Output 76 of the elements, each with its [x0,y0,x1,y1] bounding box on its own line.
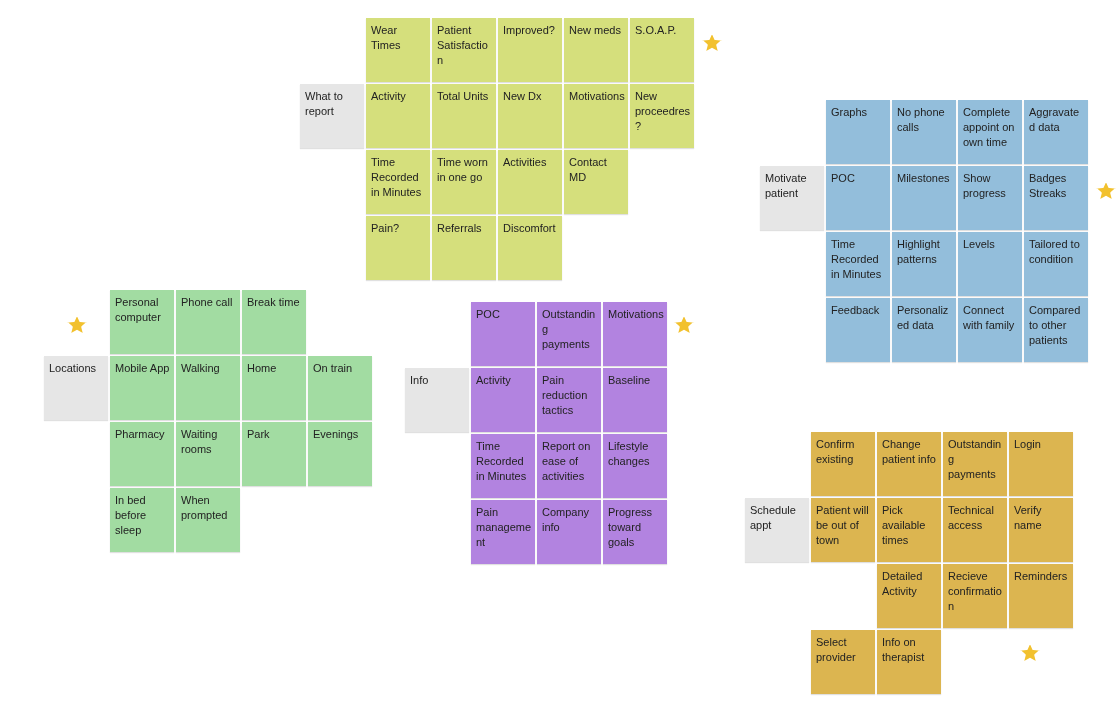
sticky-note: Time Recorded in Minutes [471,434,535,498]
sticky-note: Select provider [811,630,875,694]
sticky-note: Pain reduction tactics [537,368,601,432]
sticky-note: Improved? [498,18,562,82]
sticky-note: Activity [471,368,535,432]
sticky-note: Graphs [826,100,890,164]
sticky-note: No phone calls [892,100,956,164]
sticky-note: Change patient info [877,432,941,496]
sticky-note: S.O.A.P. [630,18,694,82]
sticky-note: Park [242,422,306,486]
sticky-note: Home [242,356,306,420]
sticky-note: Motivations [603,302,667,366]
sticky-note: New Dx [498,84,562,148]
sticky-note: Time Recorded in Minutes [826,232,890,296]
sticky-note: Complete appoint on own time [958,100,1022,164]
sticky-note: Verify name [1009,498,1073,562]
sticky-note: Patient Satisfaction [432,18,496,82]
header-note: What to report [300,84,364,148]
sticky-note: Motivations [564,84,628,148]
header-note: Motivate patient [760,166,824,230]
sticky-note: Show progress [958,166,1022,230]
sticky-note: Highlight patterns [892,232,956,296]
sticky-note: Tailored to condition [1024,232,1088,296]
sticky-note: Patient will be out of town [811,498,875,562]
sticky-note: Levels [958,232,1022,296]
sticky-note: Evenings [308,422,372,486]
sticky-note: Confirm existing [811,432,875,496]
sticky-note: Pain? [366,216,430,280]
sticky-note: Pharmacy [110,422,174,486]
sticky-note: Milestones [892,166,956,230]
sticky-note: Walking [176,356,240,420]
sticky-note: Login [1009,432,1073,496]
sticky-note: Time worn in one go [432,150,496,214]
sticky-note: Technical access [943,498,1007,562]
sticky-note: In bed before sleep [110,488,174,552]
sticky-note: Lifestyle changes [603,434,667,498]
header-note: Locations [44,356,108,420]
sticky-note: Outstanding payments [537,302,601,366]
sticky-note: Detailed Activity [877,564,941,628]
sticky-note: Break time [242,290,306,354]
header-note: Schedule appt [745,498,809,562]
sticky-note: Info on therapist [877,630,941,694]
sticky-note: Phone call [176,290,240,354]
sticky-note: Contact MD [564,150,628,214]
sticky-note: POC [826,166,890,230]
sticky-note: Time Recorded in Minutes [366,150,430,214]
sticky-note: Compared to other patients [1024,298,1088,362]
sticky-note: Recieve confirmation [943,564,1007,628]
sticky-note: Personal computer [110,290,174,354]
sticky-note: Pain management [471,500,535,564]
sticky-note: Badges Streaks [1024,166,1088,230]
sticky-note: Activities [498,150,562,214]
sticky-note: Waiting rooms [176,422,240,486]
sticky-note: Wear Times [366,18,430,82]
sticky-note: On train [308,356,372,420]
sticky-note: Connect with family [958,298,1022,362]
sticky-note: POC [471,302,535,366]
sticky-note: Mobile App [110,356,174,420]
sticky-note: Personalized data [892,298,956,362]
sticky-note: Total Units [432,84,496,148]
sticky-note: Company info [537,500,601,564]
sticky-note: Report on ease of activities [537,434,601,498]
sticky-note: Progress toward goals [603,500,667,564]
sticky-note: Reminders [1009,564,1073,628]
sticky-note: Pick available times [877,498,941,562]
sticky-note: Outstanding payments [943,432,1007,496]
sticky-note: Activity [366,84,430,148]
sticky-note: Aggravated data [1024,100,1088,164]
sticky-note: New proceedres? [630,84,694,148]
sticky-note: Feedback [826,298,890,362]
sticky-note: When prompted [176,488,240,552]
header-note: Info [405,368,469,432]
sticky-note: Baseline [603,368,667,432]
sticky-note: Referrals [432,216,496,280]
sticky-note: New meds [564,18,628,82]
sticky-note: Discomfort [498,216,562,280]
